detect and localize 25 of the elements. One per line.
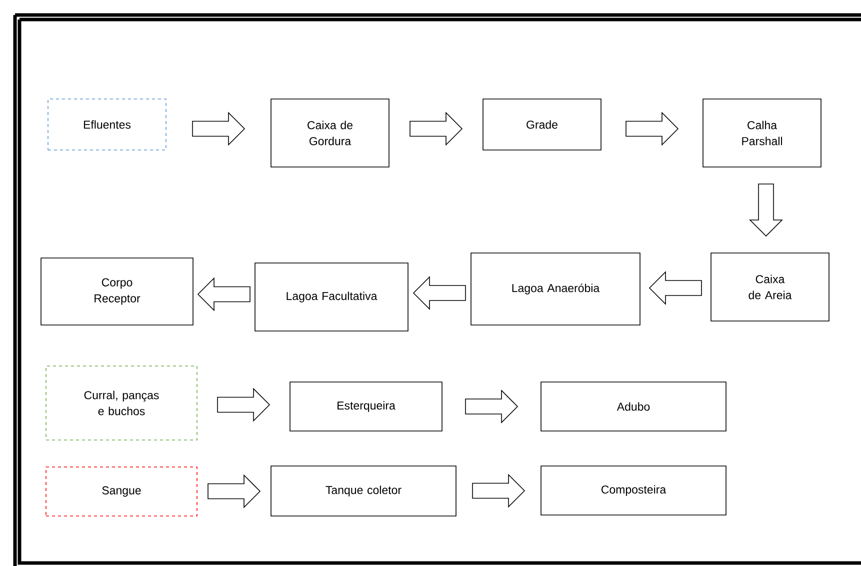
source-box: Curral, panças e buchos [46,366,198,440]
process-box: Grade [482,98,602,150]
block-arrow [217,388,270,422]
process-box: Caixa de Areia [710,252,830,322]
process-box: Calha Parshall [702,98,822,168]
block-arrow [208,474,261,508]
process-box: Tanque coletor [270,466,456,516]
process-box: Corpo Receptor [40,258,194,326]
block-arrow [465,390,518,424]
block-arrow [192,112,246,146]
process-box: Esterqueira [290,382,442,432]
block-arrow [648,271,702,305]
block-arrow [749,184,783,237]
process-box: Composteira [540,466,726,516]
block-arrow [410,112,463,146]
process-box: Lagoa Anaeróbia [470,252,640,326]
process-box: Adubo [540,382,726,432]
source-box: Efluentes [48,98,166,150]
block-arrow [626,112,679,146]
block-arrow [412,276,466,310]
block-arrow [472,474,526,508]
process-box: Lagoa Facultativa [254,262,408,332]
process-box: Caixa de Gordura [270,98,390,168]
block-arrow [197,277,250,312]
source-box: Sangue [46,466,198,516]
